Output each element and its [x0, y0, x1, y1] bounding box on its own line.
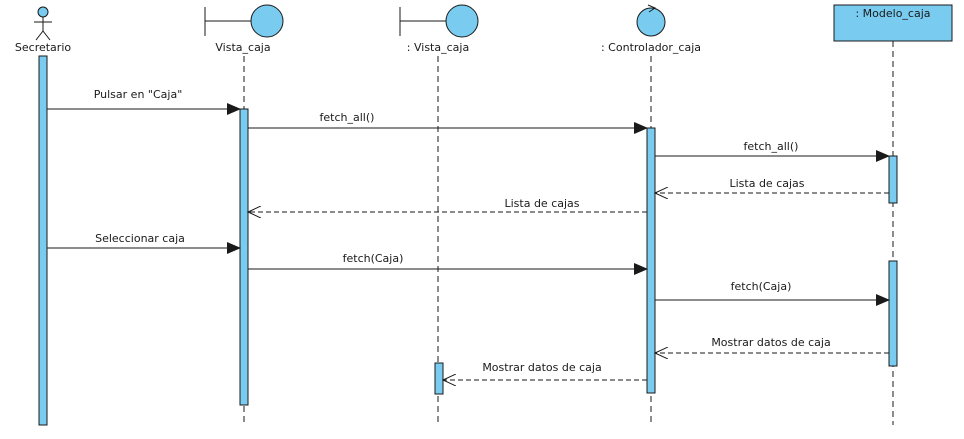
message-label-9: Mostrar datos de caja: [711, 336, 830, 349]
message-label-4: Lista de cajas: [729, 177, 804, 190]
participant-label-controlador: : Controlador_caja: [601, 41, 701, 54]
participant-box-modelo: [833, 4, 953, 42]
participant-label-secretario: Secretario: [15, 41, 71, 54]
participant-label-modelo: : Modelo_caja: [855, 7, 930, 20]
message-label-1: Pulsar en "Caja": [94, 88, 183, 101]
control-icon: [636, 4, 666, 37]
boundary-icon: [204, 4, 284, 38]
participant-label-vista1: Vista_caja: [215, 41, 270, 54]
message-label-3: fetch_all(): [744, 140, 799, 153]
activation-bar-modelo-2: [888, 260, 898, 367]
message-label-7: fetch(Caja): [343, 252, 404, 265]
message-label-6: Seleccionar caja: [95, 232, 185, 245]
activation-bar-vista1: [239, 108, 249, 406]
activation-bar-vista2: [434, 362, 444, 395]
boundary-icon: [399, 4, 479, 38]
participant-label-vista2: : Vista_caja: [407, 41, 469, 54]
actor-icon: [34, 6, 52, 41]
activation-bar-secretario: [38, 55, 48, 426]
message-label-8: fetch(Caja): [731, 280, 792, 293]
activation-bar-modelo-1: [888, 155, 898, 204]
message-label-5: Lista de cajas: [504, 197, 579, 210]
activation-bar-controlador: [646, 127, 656, 394]
message-label-10: Mostrar datos de caja: [482, 361, 601, 374]
message-label-2: fetch_all(): [320, 111, 375, 124]
